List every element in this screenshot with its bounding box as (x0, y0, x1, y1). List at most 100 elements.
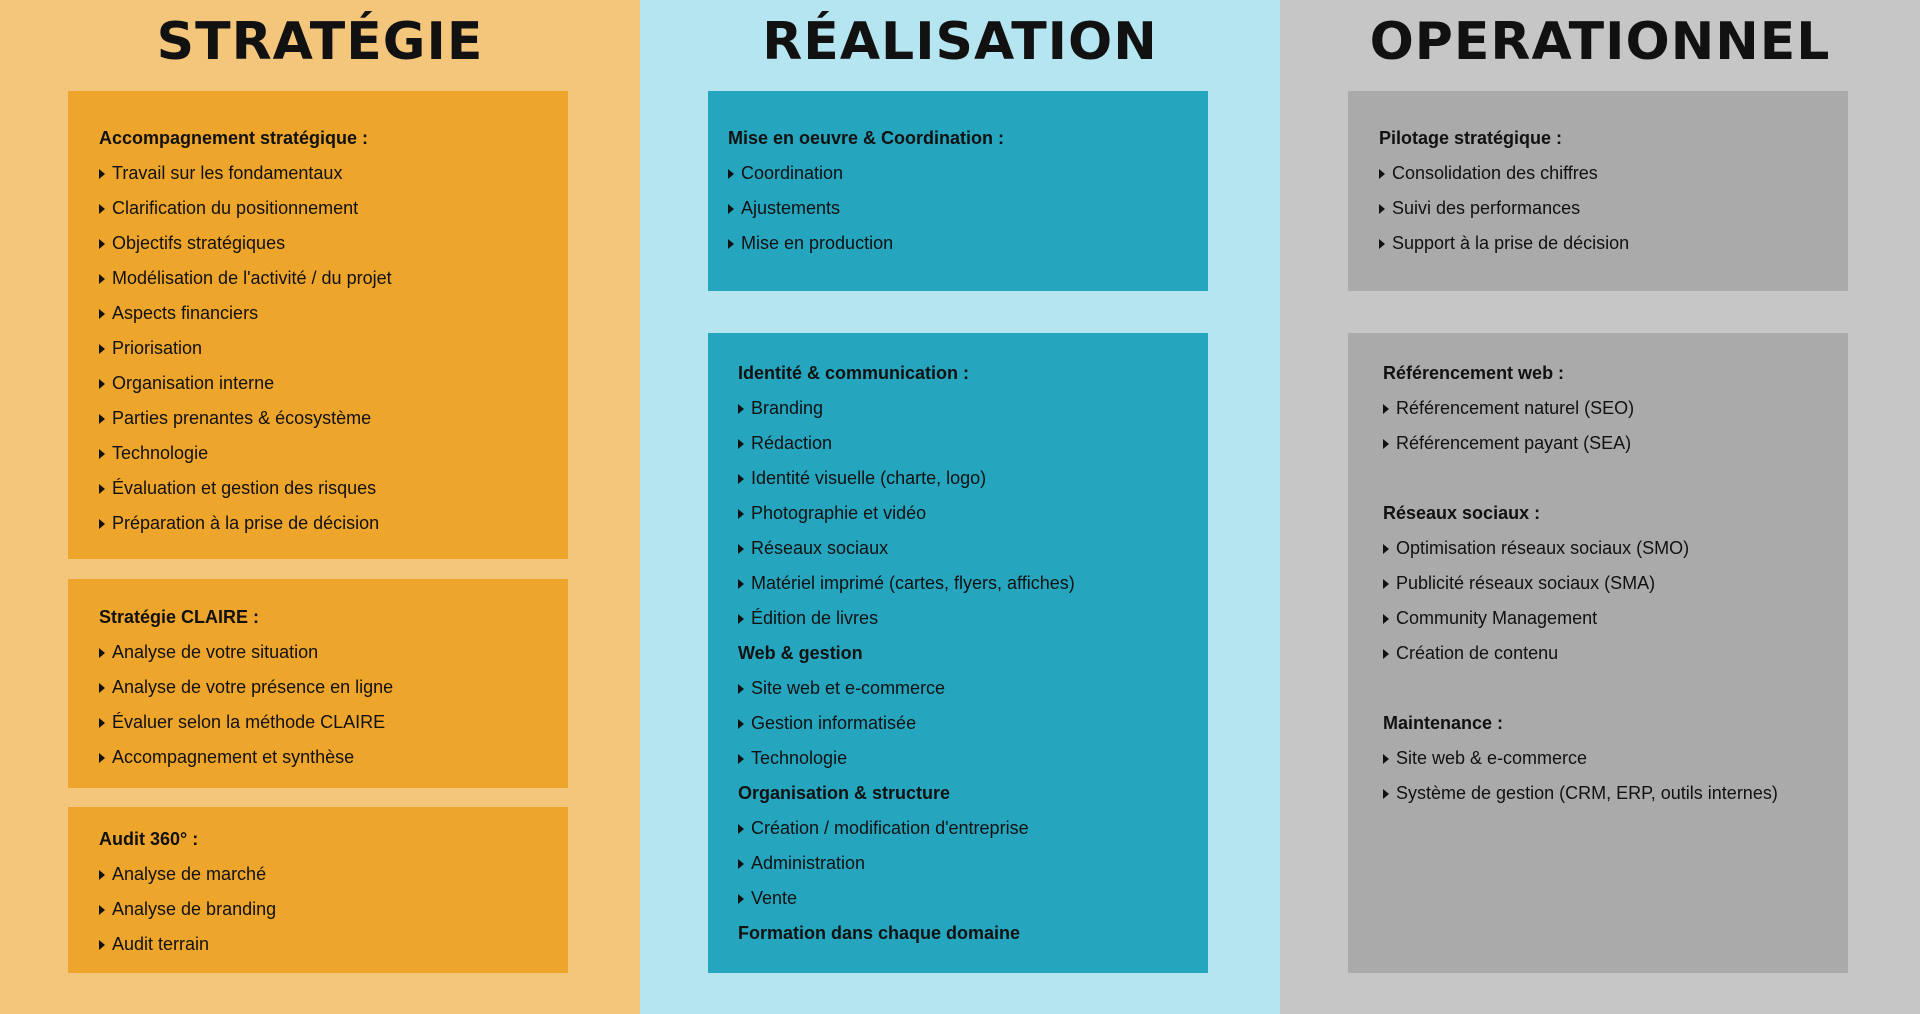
caret-right-icon (99, 752, 105, 763)
section-heading: Pilotage stratégique : (1379, 128, 1563, 148)
list-item-label: Référencement naturel (SEO) (1396, 398, 1635, 418)
list-item-label: Évaluation et gestion des risques (112, 478, 377, 498)
caret-right-icon (99, 343, 105, 354)
list-item: Analyse de votre présence en ligne (99, 670, 568, 705)
section-heading: Référencement web : (1383, 363, 1565, 383)
list-item: Clarification du positionnement (99, 191, 568, 226)
card: Mise en oeuvre & Coordination : Coordinat… (708, 91, 1208, 291)
list-item-label: Création de contenu (1396, 643, 1559, 663)
list-item-label: Clarification du positionnement (112, 198, 359, 218)
list-item: Référencement naturel (SEO) (1383, 391, 1848, 426)
list-item: Coordination (728, 156, 1208, 191)
caret-right-icon (738, 613, 744, 624)
caret-right-icon (738, 543, 744, 554)
list-item: Réseaux sociaux (738, 531, 1208, 566)
section-heading: Formation dans chaque domaine (738, 923, 1021, 943)
list-item: Support à la prise de décision (1379, 226, 1848, 261)
caret-right-icon (99, 647, 105, 658)
section-heading: Identité & communication : (738, 363, 970, 383)
caret-right-icon (1383, 648, 1389, 659)
list-item: Édition de livres (738, 601, 1208, 636)
list-item: Ajustements (728, 191, 1208, 226)
spacer (1383, 461, 1848, 496)
caret-right-icon (738, 473, 744, 484)
caret-right-icon (738, 718, 744, 729)
list-item-label: Suivi des performances (1392, 198, 1581, 218)
list-item-label: Branding (751, 398, 824, 418)
list-item-label: Création / modification d'entreprise (751, 818, 1029, 838)
list-item-label: Technologie (112, 443, 209, 463)
list-item-label: Matériel imprimé (cartes, flyers, affich… (751, 573, 1075, 593)
caret-right-icon (99, 448, 105, 459)
caret-right-icon (1383, 543, 1389, 554)
caret-right-icon (738, 578, 744, 589)
section-heading: Maintenance : (1383, 713, 1504, 733)
caret-right-icon (738, 403, 744, 414)
list-item-label: Optimisation réseaux sociaux (SMO) (1396, 538, 1690, 558)
caret-right-icon (728, 203, 734, 214)
list-item-label: Identité visuelle (charte, logo) (751, 468, 987, 488)
list-item-label: Analyse de branding (112, 899, 277, 919)
list-item-label: Organisation interne (112, 373, 275, 393)
caret-right-icon (99, 378, 105, 389)
caret-right-icon (738, 753, 744, 764)
list-item-label: Mise en production (741, 233, 894, 253)
list-item: Community Management (1383, 601, 1848, 636)
list-item-label: Édition de livres (751, 608, 879, 628)
list-item-label: Système de gestion (CRM, ERP, outils int… (1396, 783, 1778, 803)
list-item: Évaluer selon la méthode CLAIRE (99, 705, 568, 740)
section-heading: Mise en oeuvre & Coordination : (728, 128, 1005, 148)
list-item-label: Site web et e-commerce (751, 678, 946, 698)
list-item: Création / modification d'entreprise (738, 811, 1208, 846)
caret-right-icon (728, 168, 734, 179)
caret-right-icon (738, 438, 744, 449)
list-item-label: Analyse de votre présence en ligne (112, 677, 394, 697)
list-item: Site web & e-commerce (1383, 741, 1848, 776)
caret-right-icon (99, 869, 105, 880)
card: Stratégie CLAIRE :Analyse de votre situa… (68, 579, 568, 788)
section-heading: Audit 360° : (99, 829, 199, 849)
list-item-label: Support à la prise de décision (1392, 233, 1630, 253)
list-item-label: Évaluer selon la méthode CLAIRE (112, 712, 386, 732)
list-item-label: Photographie et vidéo (751, 503, 927, 523)
list-item: Référencement payant (SEA) (1383, 426, 1848, 461)
list-item: Site web et e-commerce (738, 671, 1208, 706)
caret-right-icon (1383, 613, 1389, 624)
caret-right-icon (99, 308, 105, 319)
caret-right-icon (1383, 578, 1389, 589)
list-item-label: Audit terrain (112, 934, 210, 954)
column-strategie: STRATÉGIE Accompagnement stratégique :Tr… (0, 0, 640, 1014)
caret-right-icon (99, 168, 105, 179)
list-item: Suivi des performances (1379, 191, 1848, 226)
list-item-label: Publicité réseaux sociaux (SMA) (1396, 573, 1656, 593)
list-item: Administration (738, 846, 1208, 881)
caret-right-icon (99, 518, 105, 529)
list-item: Identité visuelle (charte, logo) (738, 461, 1208, 496)
card: Accompagnement stratégique :Travail sur … (68, 91, 568, 559)
list-item: Système de gestion (CRM, ERP, outils int… (1383, 776, 1848, 811)
caret-right-icon (99, 682, 105, 693)
list-item: Préparation à la prise de décision (99, 506, 568, 541)
list-item-label: Référencement payant (SEA) (1396, 433, 1632, 453)
column-title: OPERATIONNEL (1369, 12, 1831, 72)
section-heading: Accompagnement stratégique : (99, 128, 369, 148)
list-item: Publicité réseaux sociaux (SMA) (1383, 566, 1848, 601)
list-item-label: Consolidation des chiffres (1392, 163, 1598, 183)
list-item: Technologie (738, 741, 1208, 776)
caret-right-icon (738, 893, 744, 904)
caret-right-icon (99, 717, 105, 728)
list-item: Rédaction (738, 426, 1208, 461)
list-item: Technologie (99, 436, 568, 471)
list-item-label: Community Management (1396, 608, 1598, 628)
caret-right-icon (738, 823, 744, 834)
list-item: Priorisation (99, 331, 568, 366)
list-item-label: Analyse de votre situation (112, 642, 319, 662)
list-item-label: Gestion informatisée (751, 713, 917, 733)
list-item-label: Réseaux sociaux (751, 538, 889, 558)
card: Référencement web : Référencement naturel… (1348, 333, 1848, 973)
section-heading: Organisation & structure (738, 783, 951, 803)
list-item-label: Modélisation de l'activité / du projet (112, 268, 392, 288)
list-item: Organisation interne (99, 366, 568, 401)
list-item: Optimisation réseaux sociaux (SMO) (1383, 531, 1848, 566)
